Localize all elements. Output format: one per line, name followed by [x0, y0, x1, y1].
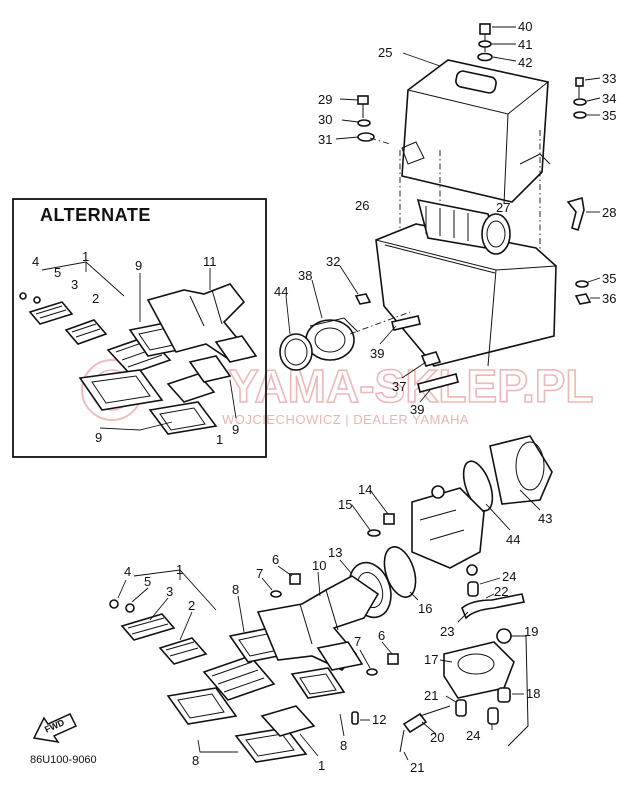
callout-22: 22: [494, 584, 508, 599]
callout-20: 20: [430, 730, 444, 745]
callout-39-bottom: 39: [410, 402, 424, 417]
air-filter-cap-part: [481, 213, 511, 255]
alt-gasket-part-3: [148, 401, 218, 435]
carb-intake-joint-part: [489, 435, 553, 505]
callout-44-top: 44: [274, 284, 288, 299]
alt-callout-3: 3: [71, 277, 78, 292]
reed-valve-part: [158, 637, 208, 665]
callout-30: 30: [318, 112, 332, 127]
callout-24-bottom: 24: [466, 728, 480, 743]
alt-callout-9-bottom: 9: [95, 430, 102, 445]
callout-15: 15: [338, 497, 352, 512]
callout-8-bottom: 8: [192, 753, 199, 768]
callout-1: 1: [176, 562, 183, 577]
callout-24-top: 24: [502, 569, 516, 584]
intake-joint-part: [305, 319, 355, 361]
callout-35-bottom: 35: [602, 271, 616, 286]
fwd-arrow-icon: FWD: [32, 713, 78, 744]
callout-31: 31: [318, 132, 332, 147]
alternate-box: ALTERNATE 4 5 3: [12, 198, 267, 458]
callout-8-right: 8: [340, 738, 347, 753]
alt-gasket-part-4: [214, 335, 258, 363]
reed-block-part: [202, 655, 276, 701]
callout-25: 25: [378, 45, 392, 60]
callout-28: 28: [602, 205, 616, 220]
callout-7-bottom: 7: [354, 634, 361, 649]
callout-6-bottom: 6: [378, 628, 385, 643]
callout-39-left: 39: [370, 346, 384, 361]
drawing-code: 86U100-9060: [30, 754, 97, 766]
callout-19: 19: [524, 624, 538, 639]
gasket-part-5: [316, 641, 364, 671]
callout-27: 27: [496, 200, 510, 215]
alt-washer-part: [33, 296, 41, 304]
callout-33: 33: [602, 71, 616, 86]
callout-8-top: 8: [232, 582, 239, 597]
callout-6-top: 6: [272, 552, 279, 567]
alt-callout-4: 4: [32, 254, 39, 269]
callout-10: 10: [312, 558, 326, 573]
alt-callout-9-top: 9: [135, 258, 142, 273]
alt-gasket-part-5: [188, 355, 232, 383]
alternate-title: ALTERNATE: [40, 205, 151, 225]
callout-13: 13: [328, 545, 342, 560]
callout-34: 34: [602, 91, 616, 106]
alt-callout-2: 2: [92, 291, 99, 306]
carburetor-body-part: [411, 487, 485, 569]
callout-43: 43: [538, 511, 552, 526]
manifold-clamp-part: [383, 546, 417, 598]
clip-part: [566, 196, 585, 232]
callout-32: 32: [326, 254, 340, 269]
reed-valve-assembly: FWD 86U100-9060: [30, 565, 399, 766]
callout-5: 5: [144, 574, 151, 589]
callout-35-top: 35: [602, 108, 616, 123]
alt-callout-1: 1: [82, 249, 89, 264]
callout-labels: 40 41 42 25 33 34 35 29 30 31 26 27 28 3…: [124, 19, 616, 775]
alt-callout-9-right: 9: [232, 422, 239, 437]
callout-36: 36: [602, 291, 616, 306]
callout-42: 42: [518, 55, 532, 70]
watermark: YAMA-SKLEP.PL WOJCIECHOWICZ | DEALER YAM…: [81, 359, 594, 427]
callout-7-top: 7: [256, 566, 263, 581]
reed-block-lower-part: [260, 705, 316, 737]
gasket-part-2: [166, 687, 238, 725]
alt-reed-stopper-part: [28, 301, 74, 325]
callout-2: 2: [188, 598, 195, 613]
callout-16: 16: [418, 601, 432, 616]
callout-21-bottom: 21: [410, 760, 424, 775]
callout-37: 37: [392, 379, 406, 394]
alt-screw-part: [19, 292, 27, 300]
callout-21-top: 21: [424, 688, 438, 703]
callout-40: 40: [518, 19, 532, 34]
callout-3: 3: [166, 584, 173, 599]
watermark-subtext: WOJCIECHOWICZ | DEALER YAMAHA: [222, 412, 469, 427]
gasket-part-4: [290, 667, 346, 699]
alt-reed-valve-part: [64, 319, 108, 345]
intake-manifold-part: [256, 575, 380, 671]
callout-44-bottom: 44: [506, 532, 520, 547]
callout-17: 17: [424, 652, 438, 667]
callout-12: 12: [372, 712, 386, 727]
callout-26: 26: [355, 198, 369, 213]
alt-callout-11: 11: [203, 254, 217, 269]
air-box-assembly: [279, 23, 601, 403]
callout-1-bottom: 1: [318, 758, 325, 773]
callout-4: 4: [124, 564, 131, 579]
alt-callout-5: 5: [54, 265, 61, 280]
callout-29: 29: [318, 92, 332, 107]
alt-gasket-part: [78, 369, 164, 411]
gasket-part-3: [234, 727, 308, 763]
alt-callout-1-bottom: 1: [216, 432, 223, 447]
callout-38: 38: [298, 268, 312, 283]
callout-18: 18: [526, 686, 540, 701]
air-box-cover-part: [401, 59, 549, 203]
callout-23: 23: [440, 624, 454, 639]
callout-41: 41: [518, 37, 532, 52]
carburetor-assembly: [339, 435, 553, 761]
callout-14: 14: [358, 482, 372, 497]
